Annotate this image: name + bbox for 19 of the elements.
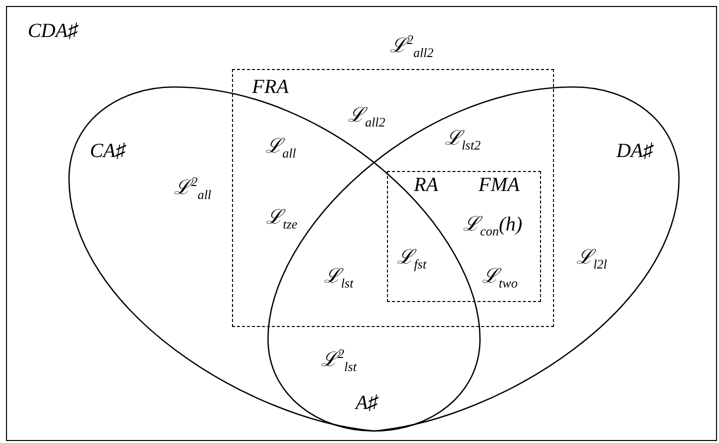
region-label: ℒ$_{all}$ (265, 136, 296, 160)
dashed-frame (232, 68, 554, 327)
region-label: ℒ$_{tze}$ (266, 207, 298, 230)
region-label: ℒ$_{l2l}$ (576, 247, 608, 270)
set-label: FMA (478, 175, 520, 196)
universe-frame (6, 6, 717, 441)
region-label: A♯ (356, 392, 378, 413)
set-label: CA♯ (90, 140, 126, 161)
region-label: ℒ$_{fst}$ (397, 247, 426, 270)
set-label: RA (414, 175, 438, 196)
set-label: CDA♯ (28, 20, 78, 41)
dashed-frame (387, 171, 542, 302)
set-label: FRA (252, 77, 289, 98)
region-label: ℒ$_{lst}$ (324, 266, 354, 290)
region-label: ℒ$_{two}$ (482, 266, 518, 290)
region-label: ℒ$_{all2}$ (348, 105, 386, 128)
region-label: ℒ$_{lst2}$ (444, 128, 481, 152)
region-label: ℒ$_{con}$(h) (463, 214, 522, 238)
set-label: DA♯ (616, 140, 654, 161)
